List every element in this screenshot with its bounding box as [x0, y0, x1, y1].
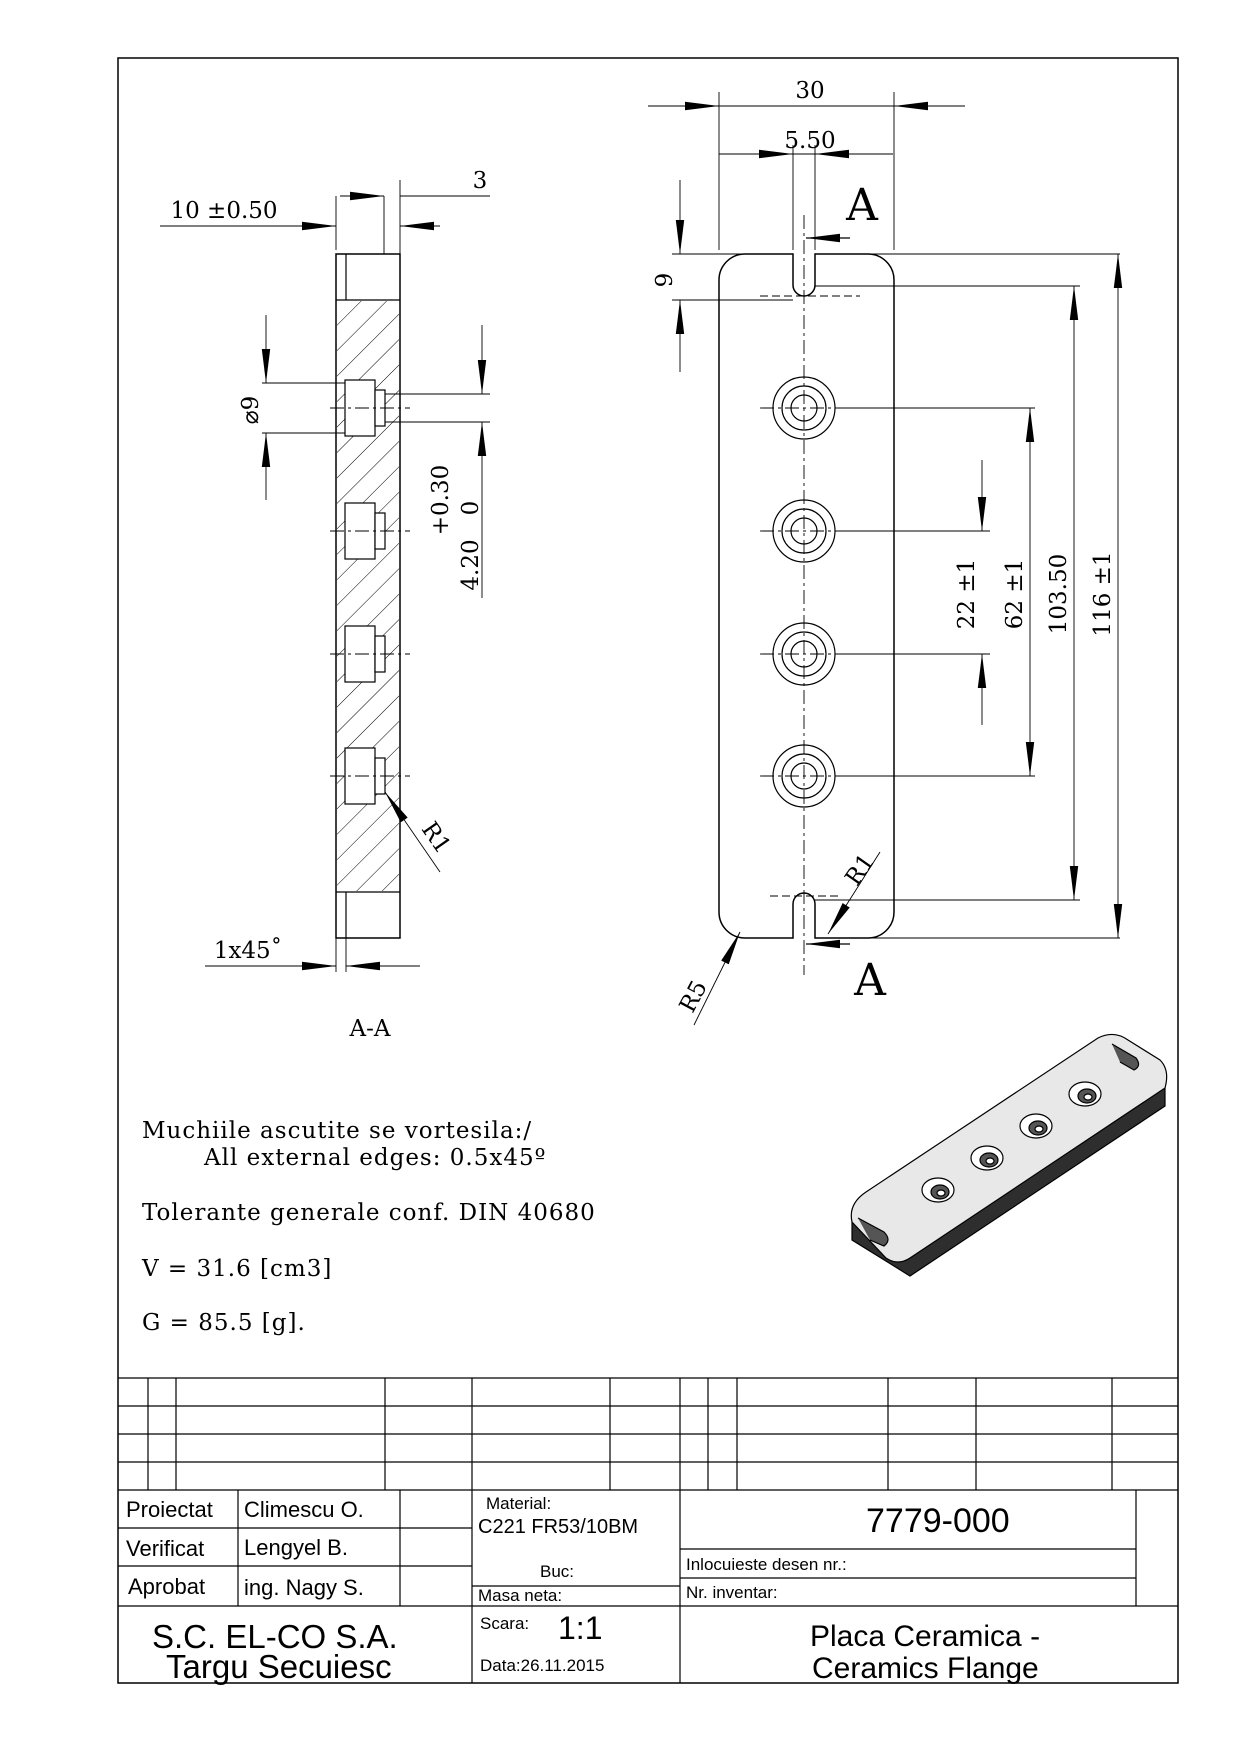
title-block-grid [118, 1377, 1178, 1683]
company-name: S.C. EL-CO S.A. [152, 1618, 398, 1655]
aprobat-label: Aprobat [128, 1574, 206, 1599]
material-value: C221 FR53/10BM [478, 1516, 639, 1538]
aprobat-name: ing. Nagy S. [244, 1575, 364, 1600]
dim-hole-tolerance-zero: 0 [458, 501, 484, 516]
dim-radius-r1-section: R1 [416, 817, 456, 858]
note-external-edges: All external edges: 0.5x45º [204, 1145, 547, 1171]
buc-label: Buc: [540, 1562, 575, 1581]
dim-hole-depth: 4.20 [458, 539, 484, 590]
section-letter-bottom: A [853, 955, 887, 1006]
drawing-frame [117, 57, 1179, 1684]
dim-radius-r1-front: R1 [840, 849, 880, 890]
proiectat-label: Proiectat [126, 1497, 213, 1522]
dim-length-103-50: 103.50 [1046, 554, 1072, 634]
inventory-label: Nr. inventar: [686, 1583, 778, 1602]
date-label: Data:26.11.2015 [480, 1656, 605, 1675]
dim-diameter-9: ⌀9 [238, 396, 264, 424]
section-letter-top: A [845, 180, 879, 231]
note-weight: G = 85.5 [g]. [142, 1310, 306, 1336]
dim-pitch-62: 62 ±1 [1002, 559, 1028, 629]
section-view [160, 180, 490, 972]
dim-thickness-10: 10 ±0.50 [170, 198, 277, 224]
isometric-view [850, 1033, 1168, 1277]
scale-label: Scara: [480, 1614, 530, 1633]
note-sharp-edges: Muchiile ascutite se vortesila:/ [142, 1118, 533, 1144]
dim-width-30: 30 [795, 78, 824, 104]
proiectat-name: Climescu O. [244, 1497, 364, 1522]
dim-slot-5-50: 5.50 [784, 128, 835, 154]
dim-chamfer: 1x45˚ [214, 937, 282, 964]
dim-pitch-22: 22 ±1 [954, 559, 980, 629]
dim-thickness-3: 3 [473, 168, 488, 194]
verificat-name: Lengyel B. [244, 1535, 348, 1560]
material-label: Material: [486, 1494, 552, 1513]
company-city: Targu Secuiesc [166, 1648, 392, 1685]
note-tolerances: Tolerante generale conf. DIN 40680 [142, 1200, 596, 1226]
title-line-2: Ceramics Flange [812, 1652, 1039, 1685]
drawing-number: 7779-000 [866, 1502, 1010, 1540]
section-label: A-A [349, 1016, 391, 1042]
replaces-drawing-label: Inlocuieste desen nr.: [686, 1555, 847, 1574]
verificat-label: Verificat [126, 1536, 205, 1561]
dim-hole-tolerance-plus: +0.30 [428, 465, 454, 535]
note-volume: V = 31.6 [cm3] [142, 1256, 333, 1282]
dim-radius-r5: R5 [675, 977, 713, 1017]
dim-slot-9: 9 [652, 273, 678, 288]
masa-neta-label: Masa neta: [478, 1586, 563, 1605]
title-line-1: Placa Ceramica - [810, 1620, 1041, 1653]
dim-length-116: 116 ±1 [1090, 551, 1116, 636]
front-view [648, 92, 1123, 1026]
scale-value: 1:1 [558, 1610, 603, 1646]
